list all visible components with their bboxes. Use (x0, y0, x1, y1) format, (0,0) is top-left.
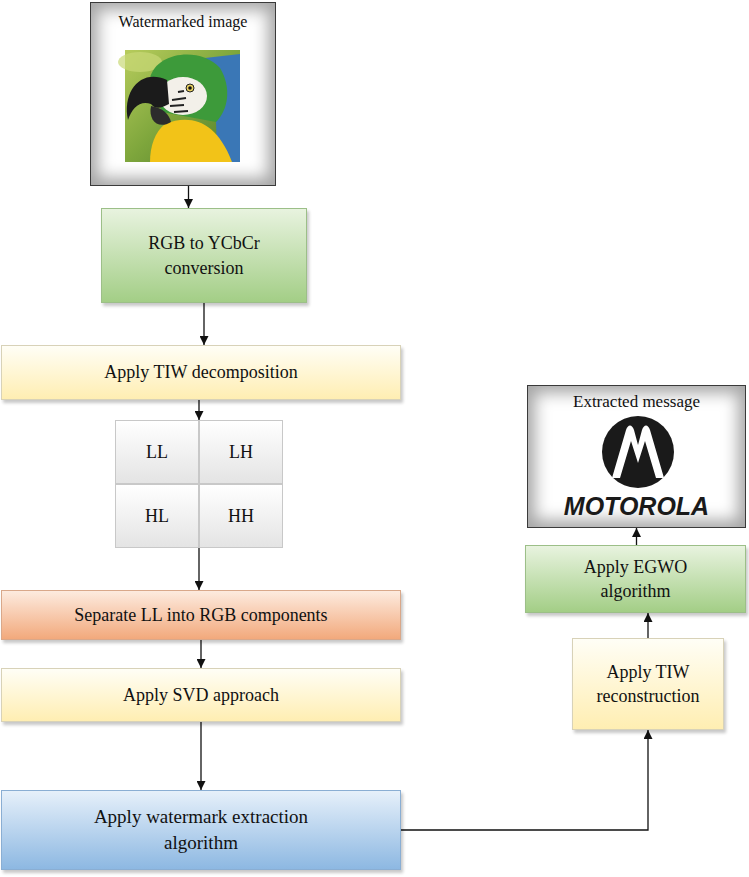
flow-arrow (647, 613, 648, 638)
flow-arrow (198, 400, 199, 420)
image-frame: Extracted messageMOTOROLA (527, 385, 746, 528)
subband-label: HL (115, 484, 199, 548)
photo-background (125, 50, 240, 162)
parrot-lower-beak (150, 106, 171, 125)
process-box: Apply TIW decomposition (1, 345, 401, 400)
parrot-head (150, 55, 227, 122)
logo-emblem (612, 426, 664, 479)
subband-label: HH (199, 484, 283, 548)
image-frame: Watermarked image (90, 2, 276, 186)
process-box: Apply EGWO algorithm (525, 545, 746, 613)
flow-arrow (636, 528, 637, 545)
process-label: Apply EGWO algorithm (566, 555, 706, 604)
process-box: Apply TIW reconstruction (572, 638, 724, 730)
leaf-highlight (118, 52, 162, 72)
flow-arrow (401, 730, 648, 830)
parrot-photo (118, 50, 240, 162)
parrot-beak (127, 77, 169, 120)
flow-arrow (198, 548, 199, 590)
frame-title: Watermarked image (91, 11, 275, 33)
process-label: Apply SVD approach (123, 683, 279, 707)
subband-grid: LLLHHLHH (115, 420, 283, 548)
motorola-logo (602, 416, 674, 488)
process-box: Apply SVD approach (1, 668, 401, 722)
process-label: Apply TIW reconstruction (586, 660, 710, 709)
flow-arrow (200, 722, 201, 790)
subband-label: LH (199, 420, 283, 484)
parrot-chest (150, 120, 232, 162)
face-stripes (170, 91, 188, 112)
process-label: Apply TIW decomposition (104, 360, 297, 384)
parrot-eye (186, 84, 194, 92)
parrot-wing (205, 54, 240, 162)
process-box: Separate LL into RGB components (1, 590, 401, 640)
process-label: Separate LL into RGB components (74, 603, 327, 627)
parrot-pupil (188, 86, 192, 90)
logo-circle (602, 416, 674, 488)
subband-label: LL (115, 420, 199, 484)
flow-arrow (203, 303, 204, 345)
process-box: RGB to YCbCr conversion (101, 208, 307, 303)
flow-arrow (200, 640, 201, 668)
logo-wordmark: MOTOROLA (528, 490, 745, 524)
process-label: Apply watermark extraction algorithm (66, 804, 336, 855)
process-box: Apply watermark extraction algorithm (1, 790, 401, 870)
frame-title: Extracted message (528, 391, 745, 414)
process-label: RGB to YCbCr conversion (129, 231, 279, 280)
parrot-face (159, 77, 207, 115)
flow-arrow (188, 186, 189, 208)
